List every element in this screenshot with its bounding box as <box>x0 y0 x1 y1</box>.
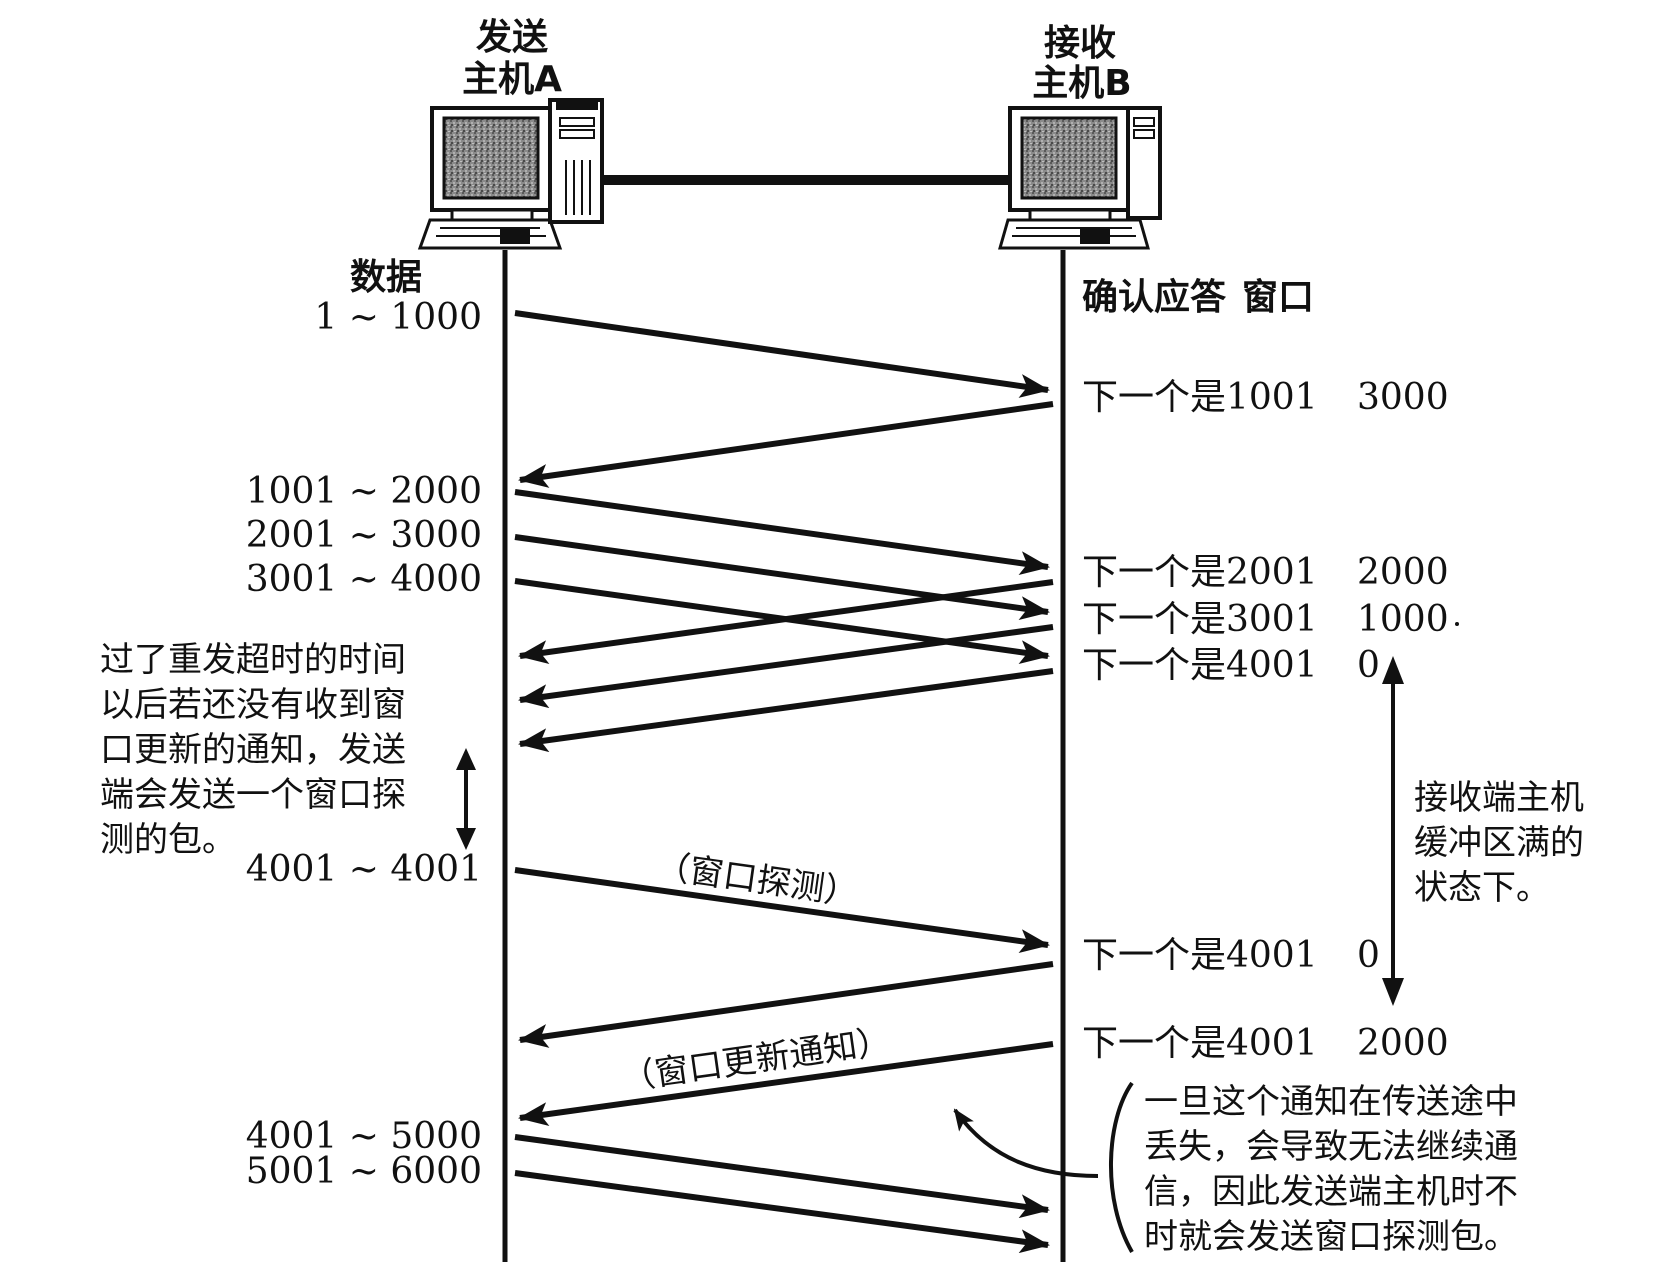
ack-column-header: 确认应答 <box>1082 277 1227 318</box>
ack-label: 下一个是4001 <box>1082 645 1318 686</box>
ack-arrow-probe-reply <box>518 961 1054 1048</box>
receiver-computer-icon <box>998 106 1162 250</box>
bottom-note-line: 时就会发送窗口探测包。 <box>1144 1217 1518 1257</box>
data-arrow-2 <box>514 489 1050 575</box>
stray-dot <box>1455 622 1459 626</box>
data-arrow-6 <box>514 1170 1050 1254</box>
data-segment-label: 4001 ~ 4001 <box>245 849 482 890</box>
left-note: 过了重发超时的时间 以后若还没有收到窗 口更新的通知，发送 端会发送一个窗口探 … <box>100 638 460 863</box>
data-column-header: 数据 <box>350 257 423 298</box>
right-note-line: 接收端主机 <box>1414 778 1584 818</box>
ack-label: 下一个是4001 <box>1082 935 1318 976</box>
window-size-value: 2000 <box>1357 1023 1449 1064</box>
ack-arrow-1 <box>518 401 1054 488</box>
right-note: 接收端主机 缓冲区满的 状态下。 <box>1414 776 1614 911</box>
left-note-line: 过了重发超时的时间 <box>100 640 406 680</box>
data-segment-label: 3001 ~ 4000 <box>245 559 482 600</box>
receiver-host-label-2: 主机B <box>1032 63 1132 104</box>
data-arrow-probe <box>514 867 1050 953</box>
window-size-value: 0 <box>1357 935 1380 976</box>
right-arrow-down-head <box>1382 978 1404 1006</box>
data-arrow-3 <box>514 534 1050 620</box>
data-segment-label: 5001 ~ 6000 <box>245 1151 482 1192</box>
bottom-note-line: 信，因此发送端主机时不 <box>1144 1172 1518 1212</box>
bottom-note-line: 丢失，会导致无法继续通 <box>1144 1127 1518 1167</box>
ack-arrow-window-update <box>518 1041 1054 1127</box>
left-note-line: 口更新的通知，发送 <box>100 730 406 770</box>
window-size-value: 3000 <box>1357 377 1449 418</box>
ack-arrow-4 <box>518 668 1054 753</box>
sender-host-label-2: 主机A <box>462 59 562 100</box>
ack-label: 下一个是3001 <box>1082 599 1318 640</box>
data-segment-label: 1001 ~ 2000 <box>245 471 482 512</box>
window-size-value: 0 <box>1357 645 1380 686</box>
bottom-note: 一旦这个通知在传送途中 丢失，会导致无法继续通 信，因此发送端主机时不 时就会发… <box>1144 1080 1564 1260</box>
receiver-host-label-1: 接收 <box>1043 23 1116 64</box>
bottom-note-line: 一旦这个通知在传送途中 <box>1144 1082 1518 1122</box>
left-arrow-up-head <box>456 748 476 770</box>
ack-arrow-3 <box>518 624 1054 709</box>
window-size-value: 1000 <box>1357 599 1449 640</box>
data-arrow-5 <box>514 1134 1050 1219</box>
data-segment-label: 4001 ~ 5000 <box>245 1116 482 1157</box>
data-arrow-1 <box>514 310 1050 398</box>
callout-curved-arrow <box>953 1108 1099 1178</box>
ack-label: 下一个是4001 <box>1082 1023 1318 1064</box>
ack-label: 下一个是1001 <box>1082 377 1318 418</box>
data-segment-label: 2001 ~ 3000 <box>245 515 482 556</box>
window-size-value: 2000 <box>1357 552 1449 593</box>
sender-computer-icon <box>417 98 604 250</box>
left-note-line: 端会发送一个窗口探 <box>100 775 406 815</box>
ack-arrow-2 <box>518 579 1054 665</box>
right-note-line: 状态下。 <box>1414 868 1550 908</box>
data-segment-label: 1 ~ 1000 <box>314 297 482 338</box>
left-arrow-down-head <box>456 828 476 850</box>
left-note-line: 测的包。 <box>100 820 236 860</box>
right-note-line: 缓冲区满的 <box>1414 823 1584 863</box>
right-arrow-up-head <box>1382 656 1404 684</box>
sender-host-label-1: 发送 <box>475 17 548 58</box>
ack-label: 下一个是2001 <box>1082 552 1318 593</box>
left-note-line: 以后若还没有收到窗 <box>100 685 406 725</box>
note-bracket <box>1109 1081 1134 1253</box>
window-column-header: 窗口 <box>1242 277 1315 318</box>
